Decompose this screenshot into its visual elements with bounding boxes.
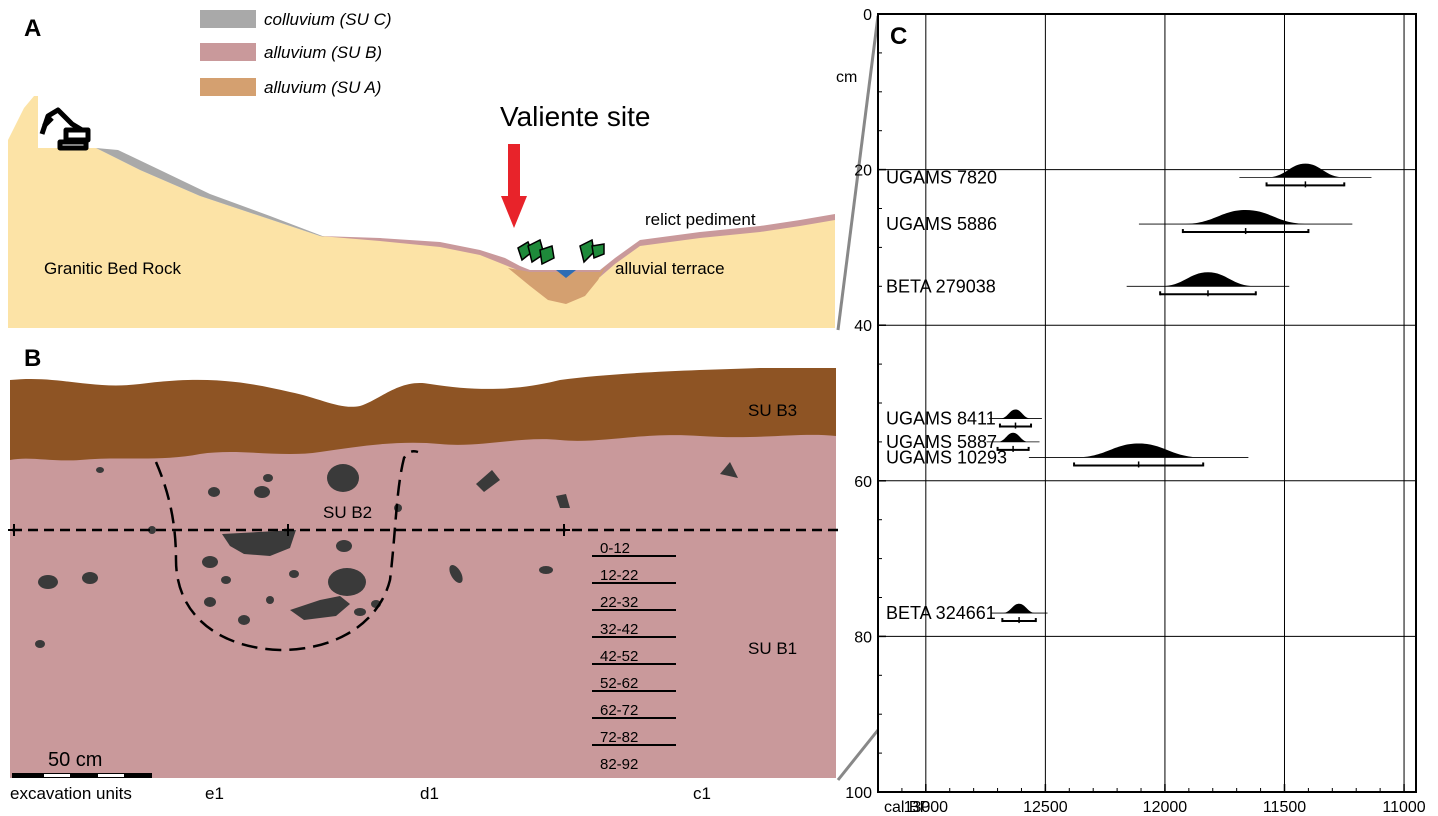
y-tick-label: 20 [854,163,872,180]
depth-intervals: 0-12 12-22 22-32 32-42 42-52 52-62 62-72 72-82 8… [592,540,676,773]
y-tick-label: 40 [854,318,872,335]
sample-group: UGAMS 8411 [886,409,1042,429]
x-axis-label: cal BP [884,799,930,816]
alluvium-a-channel [508,266,606,304]
sample-distribution [997,432,1029,442]
x-tick-label: 13000 [904,799,949,816]
water [556,270,576,278]
legend: colluvium (SU C) alluvium (SU B) alluviu… [200,10,392,97]
excavation-units-label: excavation units [10,784,132,803]
legend-swatch-alluvium-a [200,78,256,96]
sample-label: UGAMS 5886 [886,214,997,234]
scale-label: 50 cm [48,749,102,771]
scale-bar [12,773,152,778]
y-axis-label: cm [836,69,857,86]
depth-interval-label: 62-72 [600,702,638,719]
depth-interval-label: 72-82 [600,729,638,746]
su-b3-label: SU B3 [748,401,797,420]
depth-interval-label: 82-92 [600,756,638,773]
terrace-label: alluvial terrace [615,259,725,278]
unit-e1-label: e1 [205,784,224,803]
x-tick-label: 12000 [1143,799,1188,816]
tree-icon [517,238,605,266]
site-arrow-icon [501,144,527,228]
y-tick-label: 60 [854,474,872,491]
panel-a: A colluvium (SU C) alluvium (SU B) alluv… [8,10,835,328]
sample-distribution [999,409,1032,419]
panel-b: B [8,345,840,803]
sample-label: UGAMS 10293 [886,447,1007,467]
legend-swatch-alluvium-b [200,43,256,61]
depth-interval-label: 22-32 [600,594,638,611]
y-tick-label: 0 [863,7,872,24]
depth-interval-label: 52-62 [600,675,638,692]
sample-group: UGAMS 5886 [886,210,1353,235]
legend-label-colluvium: colluvium (SU C) [264,10,392,29]
sample-label: BETA 279038 [886,276,996,296]
sample-group: UGAMS 5887 [886,432,1040,452]
sample-group: BETA 279038 [886,272,1290,297]
su-b1-label: SU B1 [748,639,797,658]
panel-a-label: A [24,15,41,42]
sample-distribution [1002,603,1036,614]
unit-d1-label: d1 [420,784,439,803]
excavator-icon [39,107,91,151]
colluvium-layer [96,148,325,237]
rocks [35,462,738,648]
chart-frame [877,13,1417,793]
su-b1-layer [10,420,836,778]
chart-ticks: 0 20 40 60 80 100 13000 12500 12000 11500 11000 [845,7,1425,816]
sample-label: UGAMS 8411 [886,409,996,429]
depth-interval-label: 32-42 [600,621,638,638]
x-tick-label: 11500 [1263,799,1306,816]
sample-distribution [1266,163,1345,178]
site-label: Valiente site [500,101,650,132]
datum-markers [8,524,570,536]
bedrock-label: Granitic Bed Rock [44,259,181,278]
legend-label-alluvium-b: alluvium (SU B) [264,43,382,62]
connector-lines [836,15,880,781]
sample-label: UGAMS 7820 [886,167,997,187]
legend-swatch-colluvium [200,10,256,28]
depth-interval-label: 0-12 [600,540,630,557]
depth-interval-label: 42-52 [600,648,638,665]
sample-label: BETA 324661 [886,603,996,623]
y-tick-label: 80 [854,629,872,646]
depth-interval-label: 12-22 [600,567,638,584]
feature-outline [154,450,419,652]
su-b3-layer [10,368,836,461]
sample-group: BETA 324661 [886,603,1048,624]
legend-label-alluvium-a: alluvium (SU A) [264,78,381,97]
chart-grid [878,14,1416,792]
sample-distribution [1074,443,1204,458]
x-tick-label: 12500 [1023,799,1068,816]
panel-b-label: B [24,345,41,372]
sample-group: UGAMS 7820 [886,163,1372,188]
sample-group: UGAMS 10293 [886,443,1249,468]
panel-c-label: C [890,23,907,50]
sample-distribution [1160,272,1256,287]
su-b2-label: SU B2 [323,503,372,522]
bedrock [8,96,835,328]
pediment-label: relict pediment [645,210,756,229]
sample-label: UGAMS 5887 [886,432,997,452]
unit-c1-label: c1 [693,784,711,803]
x-tick-label: 11000 [1382,799,1425,816]
sample-distribution [1182,210,1309,225]
y-tick-label: 100 [845,785,872,802]
